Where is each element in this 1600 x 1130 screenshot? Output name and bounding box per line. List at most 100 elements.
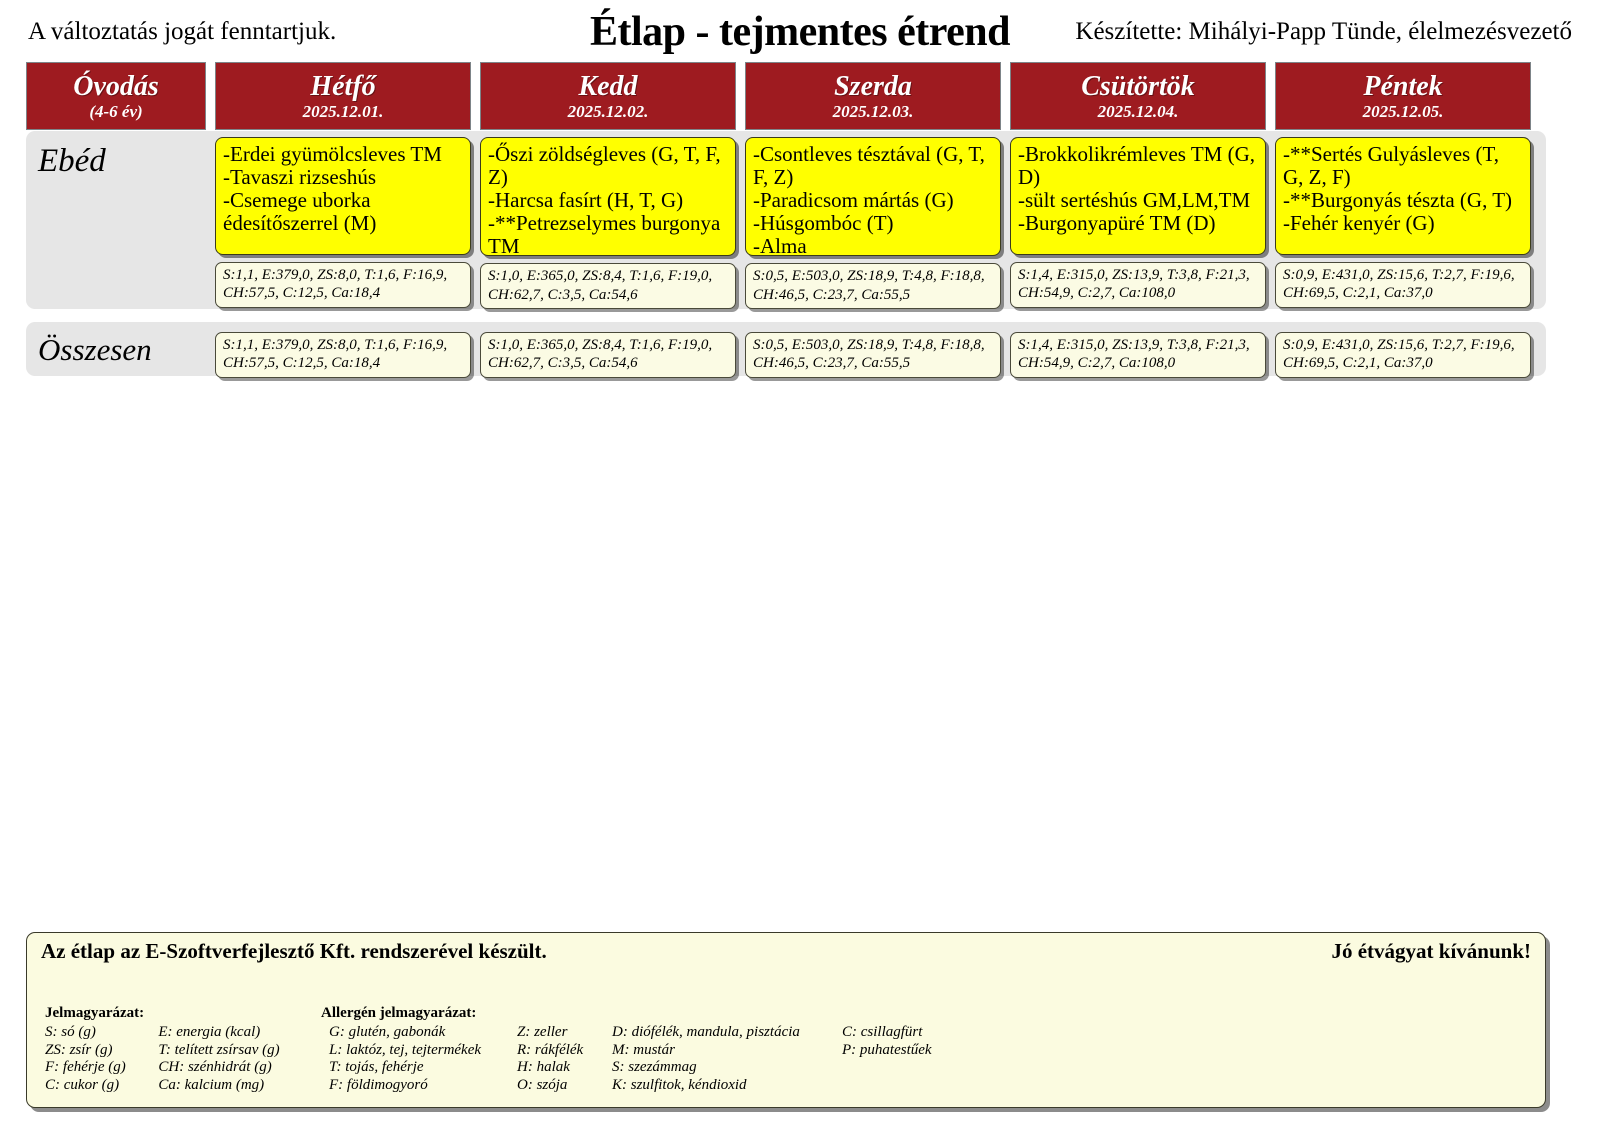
nutrition-legend-column-2: E: energia (kcal) T: telített zsírsav (g… xyxy=(158,1024,321,1095)
nutrition-box: S:1,1, E:379,0, ZS:8,0, T:1,6, F:16,9, C… xyxy=(215,262,471,308)
dish-box: -Őszi zöldségleves (G, T, F, Z) -Harcsa … xyxy=(480,137,736,259)
row-label-lunch: Ebéd xyxy=(38,143,106,179)
nutrition-box: S:0,5, E:503,0, ZS:18,9, T:4,8, F:18,8, … xyxy=(745,263,1001,309)
legend-item: L: laktóz, tej, tejtermékek xyxy=(329,1041,482,1058)
dish-item: -**Sertés Gulyásleves (T, G, Z, F) xyxy=(1283,142,1499,190)
dish-box: -**Sertés Gulyásleves (T, G, Z, F) -**Bu… xyxy=(1275,137,1531,255)
legend-item: S: só (g) xyxy=(45,1024,96,1040)
allergen-legend-column-2: Z: zeller R: rákfélék H: halak O: szója xyxy=(517,1024,612,1095)
column-header-name: Kedd xyxy=(578,70,638,102)
dish-item: -Csemege uborka édesítőszerrel (M) xyxy=(223,188,377,236)
total-cell-friday: S:0,9, E:431,0, ZS:15,6, T:2,7, F:19,6, … xyxy=(1275,328,1531,378)
dish-item: -sült sertéshús GM,LM,TM xyxy=(1018,188,1251,213)
nutrition-line: CH:62,7, C:3,5, Ca:54,6 xyxy=(488,355,638,372)
nutrition-line: S:1,1, E:379,0, ZS:8,0, T:1,6, F:16,9, xyxy=(223,267,448,283)
total-cell-thursday: S:1,4, E:315,0, ZS:13,9, T:3,8, F:21,3, … xyxy=(1010,328,1266,378)
nutrition-line: CH:57,5, C:12,5, Ca:18,4 xyxy=(223,355,381,372)
total-cell-monday: S:1,1, E:379,0, ZS:8,0, T:1,6, F:16,9, C… xyxy=(215,328,471,378)
column-header-thursday: Csütörtök 2025.12.04. xyxy=(1010,62,1266,130)
nutrition-line: S:0,9, E:431,0, ZS:15,6, T:2,7, F:19,6, xyxy=(1283,337,1515,353)
column-header-monday: Hétfő 2025.12.01. xyxy=(215,62,471,130)
nutrition-line: CH:69,5, C:2,1, Ca:37,0 xyxy=(1283,285,1433,302)
column-header-date: 2025.12.01. xyxy=(302,102,384,121)
legend-item: H: halak xyxy=(517,1059,570,1076)
column-header-age-group: Óvodás (4-6 év) xyxy=(26,62,206,130)
legend-item: ZS: zsír (g) xyxy=(45,1041,113,1058)
dish-box: -Brokkolikrémleves TM (G, D) -sült serté… xyxy=(1010,137,1266,255)
column-header-name: Hétfő xyxy=(310,70,376,102)
column-header-name: Óvodás xyxy=(73,70,159,102)
dish-item: -Brokkolikrémleves TM (G, D) xyxy=(1018,142,1255,190)
nutrition-line: S:1,1, E:379,0, ZS:8,0, T:1,6, F:16,9, xyxy=(223,337,448,353)
nutrition-line: CH:46,5, C:23,7, Ca:55,5 xyxy=(753,355,911,372)
nutrition-legend-title: Jelmagyarázat: xyxy=(45,1005,145,1021)
dish-item: -**Petrezselymes burgonya TM xyxy=(488,211,721,259)
dish-item: -Őszi zöldségleves (G, T, F, Z) xyxy=(488,142,721,190)
allergen-legend-column-4: C: csillagfürt P: puhatestűek xyxy=(842,1024,1042,1095)
legend-item: C: csillagfürt xyxy=(842,1024,923,1040)
legend-item: T: tojás, fehérje xyxy=(329,1059,424,1076)
dish-item: -Harcsa fasírt (H, T, G) xyxy=(488,188,684,213)
column-header-name: Péntek xyxy=(1363,70,1443,102)
nutrition-box: S:0,5, E:503,0, ZS:18,9, T:4,8, F:18,8, … xyxy=(745,332,1001,378)
nutrition-line: CH:46,5, C:23,7, Ca:55,5 xyxy=(753,286,911,303)
allergen-legend: Allergén jelmagyarázat: G: glutén, gabon… xyxy=(321,1005,1501,1095)
legend-item: E: energia (kcal) xyxy=(158,1024,261,1040)
dish-box: -Erdei gyümölcsleves TM -Tavaszi rizsesh… xyxy=(215,137,471,255)
column-header-tuesday: Kedd 2025.12.02. xyxy=(480,62,736,130)
legend-item: O: szója xyxy=(517,1077,568,1094)
column-header-name: Szerda xyxy=(834,70,912,102)
allergen-legend-title: Allergén jelmagyarázat: xyxy=(321,1005,477,1021)
nutrition-line: CH:54,9, C:2,7, Ca:108,0 xyxy=(1018,285,1176,302)
legend-item: G: glutén, gabonák xyxy=(329,1024,446,1040)
legend-item: Z: zeller xyxy=(517,1024,568,1040)
nutrition-line: S:0,5, E:503,0, ZS:18,9, T:4,8, F:18,8, xyxy=(753,268,985,285)
legend-item: F: földimogyoró xyxy=(329,1077,428,1094)
legend-item: M: mustár xyxy=(612,1041,675,1058)
nutrition-box: S:1,0, E:365,0, ZS:8,4, T:1,6, F:19,0, C… xyxy=(480,332,736,378)
footer-panel: Az étlap az E-Szoftverfejlesztő Kft. ren… xyxy=(26,932,1546,1108)
nutrition-line: CH:57,5, C:12,5, Ca:18,4 xyxy=(223,285,381,302)
allergen-legend-column-1: G: glutén, gabonák L: laktóz, tej, tejte… xyxy=(321,1024,517,1095)
nutrition-legend: Jelmagyarázat: S: só (g) ZS: zsír (g) F:… xyxy=(41,1005,321,1095)
nutrition-legend-column-1: S: só (g) ZS: zsír (g) F: fehérje (g) C:… xyxy=(45,1024,158,1095)
column-header-wednesday: Szerda 2025.12.03. xyxy=(745,62,1001,130)
nutrition-line: S:0,5, E:503,0, ZS:18,9, T:4,8, F:18,8, xyxy=(753,337,985,353)
legend-item: T: telített zsírsav (g) xyxy=(158,1041,280,1058)
nutrition-line: S:1,4, E:315,0, ZS:13,9, T:3,8, F:21,3, xyxy=(1018,267,1250,283)
dish-item: -Alma xyxy=(753,234,807,259)
column-header-date: 2025.12.02. xyxy=(567,102,649,121)
nutrition-box: S:1,0, E:365,0, ZS:8,4, T:1,6, F:19,0, C… xyxy=(480,263,736,309)
dish-box: -Csontleves tésztával (G, T, F, Z) -Para… xyxy=(745,137,1001,259)
nutrition-line: S:1,0, E:365,0, ZS:8,4, T:1,6, F:19,0, xyxy=(488,268,713,285)
total-cell-wednesday: S:0,5, E:503,0, ZS:18,9, T:4,8, F:18,8, … xyxy=(745,328,1001,378)
lunch-cell-friday: -**Sertés Gulyásleves (T, G, Z, F) -**Bu… xyxy=(1275,137,1531,309)
legend-item: Ca: kalcium (mg) xyxy=(158,1077,265,1094)
legend-item: C: cukor (g) xyxy=(45,1077,120,1094)
nutrition-box: S:0,9, E:431,0, ZS:15,6, T:2,7, F:19,6, … xyxy=(1275,262,1531,308)
column-header-date: 2025.12.05. xyxy=(1362,102,1444,121)
author-credit: Készítette: Mihályi-Papp Tünde, élelmezé… xyxy=(1075,18,1572,45)
column-header-name: Csütörtök xyxy=(1081,70,1195,102)
column-header-friday: Péntek 2025.12.05. xyxy=(1275,62,1531,130)
total-cell-tuesday: S:1,0, E:365,0, ZS:8,4, T:1,6, F:19,0, C… xyxy=(480,328,736,378)
legend-item: P: puhatestűek xyxy=(842,1041,932,1058)
dish-item: -Húsgombóc (T) xyxy=(753,211,894,236)
nutrition-line: CH:69,5, C:2,1, Ca:37,0 xyxy=(1283,355,1433,372)
allergen-legend-column-3: D: diófélék, mandula, pisztácia M: mustá… xyxy=(612,1024,842,1095)
dish-item: -**Burgonyás tészta (G, T) xyxy=(1283,188,1513,213)
nutrition-box: S:0,9, E:431,0, ZS:15,6, T:2,7, F:19,6, … xyxy=(1275,332,1531,378)
nutrition-box: S:1,1, E:379,0, ZS:8,0, T:1,6, F:16,9, C… xyxy=(215,332,471,378)
nutrition-line: CH:62,7, C:3,5, Ca:54,6 xyxy=(488,286,638,303)
bon-appetit-message: Jó étvágyat kívánunk! xyxy=(1331,939,1531,963)
page-title: Étlap - tejmentes étrend xyxy=(590,9,1010,55)
dish-item: -Paradicsom mártás (G) xyxy=(753,188,954,213)
legend-item: R: rákfélék xyxy=(517,1041,584,1058)
lunch-row: Ebéd -Erdei gyümölcsleves TM -Tavaszi ri… xyxy=(26,131,1546,309)
nutrition-box: S:1,4, E:315,0, ZS:13,9, T:3,8, F:21,3, … xyxy=(1010,262,1266,308)
legend-item: S: szezámmag xyxy=(612,1059,697,1076)
legend-item: F: fehérje (g) xyxy=(45,1059,126,1076)
dish-item: -Tavaszi rizseshús xyxy=(223,165,377,190)
column-header-row: Óvodás (4-6 év) Hétfő 2025.12.01. Kedd 2… xyxy=(26,62,1546,130)
